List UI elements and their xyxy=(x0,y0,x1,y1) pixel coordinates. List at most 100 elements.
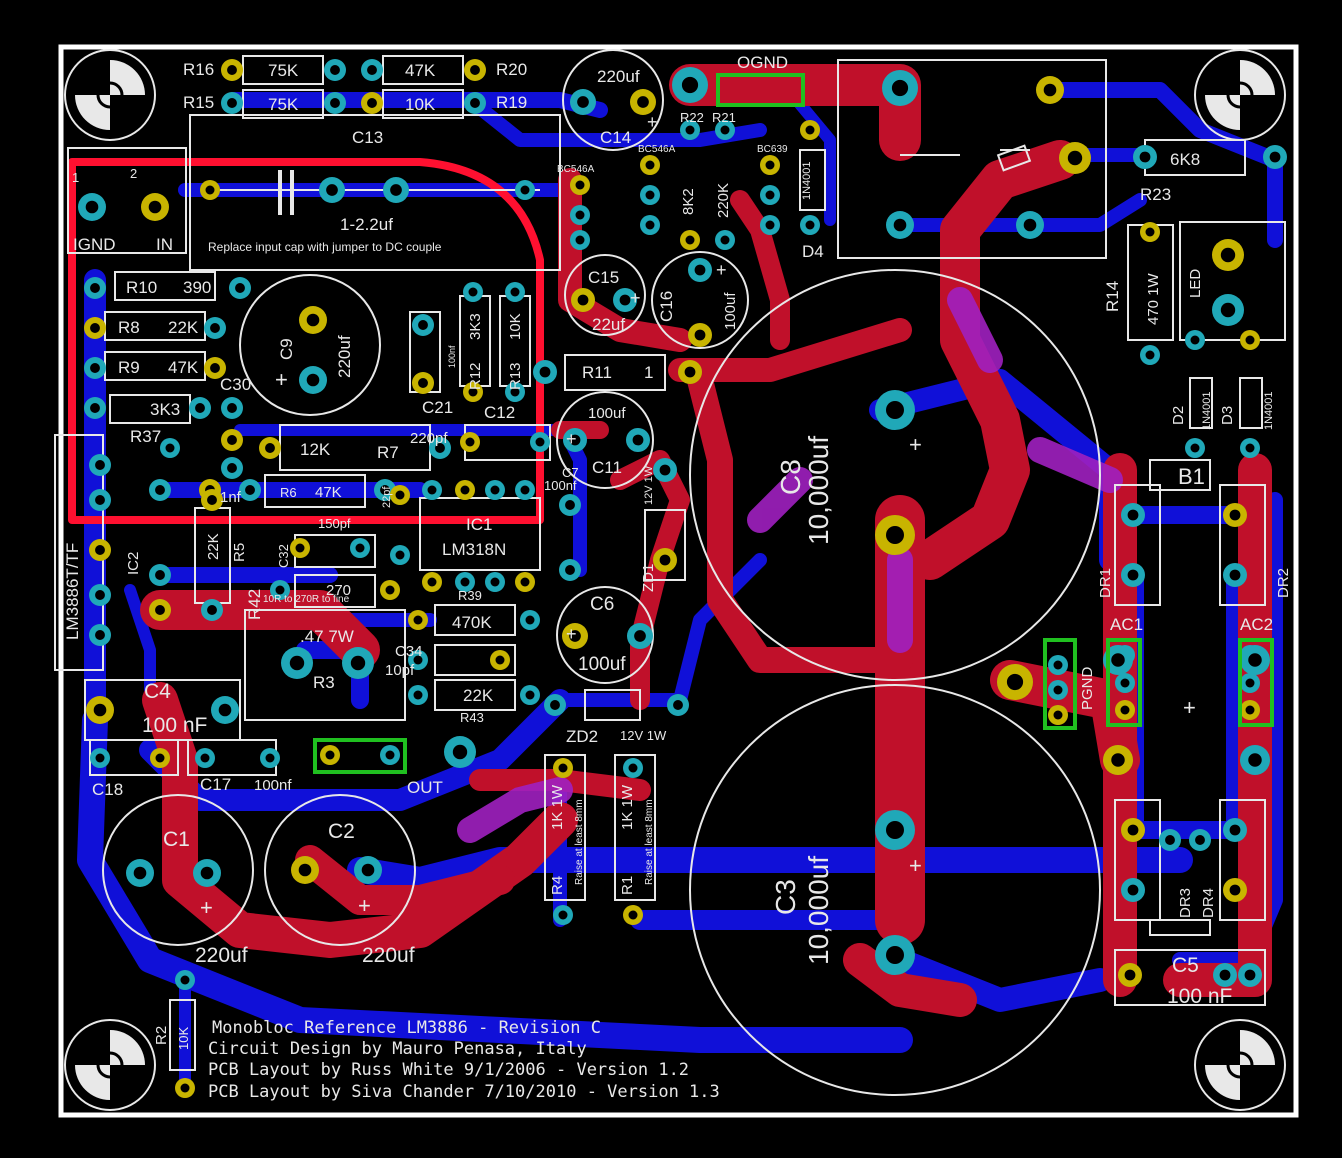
pad-hole xyxy=(1139,151,1151,163)
label-d3: D3 xyxy=(1219,406,1236,425)
pad-hole xyxy=(1053,660,1063,670)
label-r15: R15 xyxy=(183,93,214,112)
label-pin-2: 2 xyxy=(130,166,137,181)
label-c12: C12 xyxy=(484,403,515,422)
header-pad xyxy=(1043,638,1077,730)
label-r14: R14 xyxy=(1103,281,1122,312)
pad-hole xyxy=(1023,218,1037,232)
value-c14: 220uf xyxy=(597,67,640,86)
pad-hole xyxy=(1245,678,1255,688)
label-r10: R10 xyxy=(126,278,157,297)
polarity-c6: + xyxy=(566,624,577,644)
pad-hole xyxy=(95,630,105,640)
pad-hole xyxy=(470,98,480,108)
polarity-c1: + xyxy=(200,895,213,920)
value-c21: 100nf xyxy=(447,345,457,368)
value-c5: 100 nF xyxy=(1167,985,1232,1008)
value-r39: 470K xyxy=(452,613,492,632)
pad-hole xyxy=(1111,753,1125,767)
value-d4: 1N4001 xyxy=(801,161,813,200)
pad-hole xyxy=(90,323,100,333)
header-pad xyxy=(1238,638,1274,727)
pad-hole xyxy=(148,200,162,214)
value-r43: 22K xyxy=(463,686,494,705)
pad-hole xyxy=(95,460,105,470)
value-d3: 1N4001 xyxy=(1263,391,1275,430)
pad-hole xyxy=(628,763,638,773)
value-r20: 47K xyxy=(405,61,436,80)
pad-hole xyxy=(720,235,730,245)
value-c3: 10,000uf xyxy=(803,856,834,965)
pad-hole xyxy=(805,220,815,230)
credit-line-4: PCB Layout by Siva Chander 7/10/2010 - V… xyxy=(208,1082,720,1102)
pad-hole xyxy=(1219,969,1231,981)
value-c1: 220uf xyxy=(195,944,248,967)
label-ac1: AC1 xyxy=(1110,615,1143,634)
pad-hole xyxy=(490,485,500,495)
pad-hole xyxy=(1190,443,1200,453)
label-r6: R6 xyxy=(280,485,297,500)
pad-hole xyxy=(685,125,695,135)
pad-hole xyxy=(427,485,437,495)
pad-hole xyxy=(765,220,775,230)
credit-line-3: PCB Layout by Russ White 9/1/2006 - Vers… xyxy=(208,1060,689,1080)
value-c16: 100uf xyxy=(722,292,739,330)
label-c7: C7 xyxy=(562,465,579,480)
value-c13: 1-2.2uf xyxy=(340,215,393,234)
label-b1: B1 xyxy=(1178,464,1205,489)
label-bc546a-b: BC546A xyxy=(557,164,595,175)
value-c30: 1nf xyxy=(220,489,242,506)
pads xyxy=(78,59,1287,1098)
pad-hole xyxy=(200,866,214,880)
label-r1: R1 xyxy=(619,876,636,895)
pad-hole xyxy=(1229,569,1241,581)
label-c16: C16 xyxy=(657,291,676,322)
mounting-holes xyxy=(75,60,1275,1100)
label-r9: R9 xyxy=(118,358,140,377)
value-r4: 1K 1W xyxy=(549,784,566,830)
pad-hole xyxy=(720,125,730,135)
label-bc639: BC639 xyxy=(757,144,788,155)
label-ac2: AC2 xyxy=(1240,615,1273,634)
pad-hole xyxy=(1006,673,1024,691)
pad-hole xyxy=(207,495,217,505)
value-c7: 100nf xyxy=(544,478,577,493)
pad-hole xyxy=(1120,678,1130,688)
pad-hole xyxy=(155,753,165,763)
pad-hole xyxy=(380,485,390,495)
pad-hole xyxy=(413,690,423,700)
value-c32: 150pf xyxy=(318,516,351,531)
pad-hole xyxy=(235,283,245,293)
pad-hole xyxy=(520,485,530,495)
value-r13: 10K xyxy=(507,313,524,340)
pad-hole xyxy=(395,550,405,560)
label-d2: D2 xyxy=(1170,406,1187,425)
label-ic2: IC2 xyxy=(125,552,142,575)
label-c18: C18 xyxy=(92,780,123,799)
label-ic1: IC1 xyxy=(466,515,492,534)
pad-hole xyxy=(350,655,366,671)
pad-hole xyxy=(133,866,147,880)
pad-hole xyxy=(155,605,165,615)
pad-hole xyxy=(95,495,105,505)
pad-hole xyxy=(659,464,671,476)
pad-hole xyxy=(1127,824,1139,836)
pad-hole xyxy=(367,98,377,108)
value-r6: 47K xyxy=(315,484,342,501)
pad-hole xyxy=(227,98,237,108)
label-c32: C32 xyxy=(276,544,291,568)
pad-hole xyxy=(645,160,655,170)
label-r2: R2 xyxy=(153,1026,170,1045)
value-r1: 1K 1W xyxy=(619,784,636,830)
value-r37: 3K3 xyxy=(150,400,180,419)
label-r39: R39 xyxy=(458,588,482,603)
value-ic1: LM318N xyxy=(442,540,506,559)
pad-hole xyxy=(539,366,551,378)
pad-hole xyxy=(465,437,475,447)
label-out: OUT xyxy=(407,778,443,797)
pad-hole xyxy=(520,185,530,195)
value-r7: 12K xyxy=(300,440,331,459)
note-r42: 10R to 270R to fine xyxy=(263,594,350,605)
pad-hole xyxy=(1067,150,1083,166)
pad-hole xyxy=(694,329,706,341)
